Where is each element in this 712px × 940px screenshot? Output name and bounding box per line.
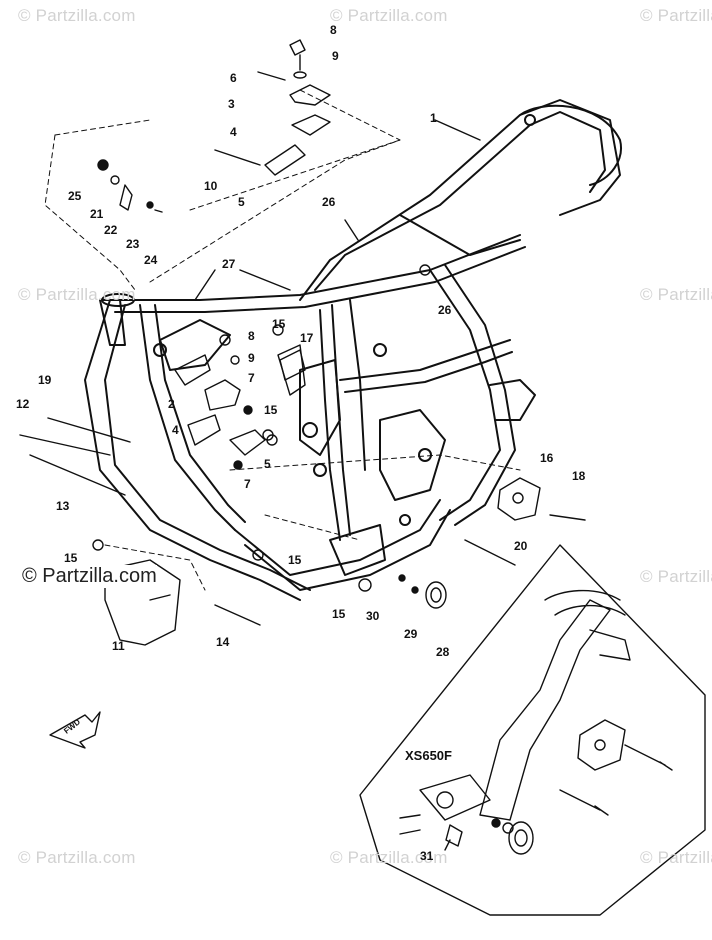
callout-8[interactable]: 8 [330,23,337,37]
variant-inset-box [359,544,706,916]
callout-30[interactable]: 30 [366,609,380,623]
callout-21[interactable]: 21 [90,207,104,221]
watermark-text: © Partzilla.com [640,6,712,25]
callout-17[interactable]: 17 [300,331,314,345]
callout-7[interactable]: 7 [248,371,255,385]
callout-31[interactable]: 31 [420,849,434,863]
watermark-text: © Partzilla.com [640,848,712,867]
callout-15[interactable]: 15 [272,317,286,331]
callout-4[interactable]: 4 [172,423,179,437]
callout-15[interactable]: 15 [264,403,278,417]
callout-29[interactable]: 29 [404,627,418,641]
callout-12[interactable]: 12 [16,397,30,411]
callout-4[interactable]: 4 [230,125,237,139]
callout-28[interactable]: 28 [436,645,450,659]
callout-3[interactable]: 3 [228,97,235,111]
callout-5[interactable]: 5 [264,457,271,471]
callout-20[interactable]: 20 [514,539,528,553]
callout-14[interactable]: 14 [216,635,230,649]
fwd-arrow [49,711,101,749]
watermark-text: © Partzilla.com [330,848,448,867]
callout-27[interactable]: 27 [222,257,236,271]
callout-26[interactable]: 26 [322,195,336,209]
callout-13[interactable]: 13 [56,499,70,513]
callout-16[interactable]: 16 [540,451,554,465]
callout-15[interactable]: 15 [332,607,346,621]
callout-8[interactable]: 8 [248,329,255,343]
callout-23[interactable]: 23 [126,237,140,251]
callout-15[interactable]: 15 [288,553,302,567]
callout-6[interactable]: 6 [230,71,237,85]
callout-9[interactable]: 9 [332,49,339,63]
callout-15[interactable]: 15 [64,551,78,565]
hardware-parts [19,39,586,646]
callout-26[interactable]: 26 [438,303,452,317]
callout-10[interactable]: 10 [204,179,218,193]
callout-19[interactable]: 19 [38,373,52,387]
callout-1[interactable]: 1 [430,111,437,125]
callout-22[interactable]: 22 [104,223,118,237]
variant-label: XS650F [405,748,452,763]
brand-watermark: © Partzilla.com [22,565,157,588]
watermark-text: © Partzilla.com [18,285,136,304]
callout-11[interactable]: 11 [112,639,125,653]
callout-5[interactable]: 5 [238,195,245,209]
watermark-text: © Partzilla.com [18,848,136,867]
callout-18[interactable]: 18 [572,469,586,483]
callout-24[interactable]: 24 [144,253,158,267]
callout-9[interactable]: 9 [248,351,255,365]
watermark-text: © Partzilla.com [330,6,448,25]
main-frame-tubes [84,99,622,601]
callout-25[interactable]: 25 [68,189,82,203]
watermark-text: © Partzilla.com [640,285,712,304]
watermark-text: © Partzilla.com [18,6,136,25]
callout-7[interactable]: 7 [244,477,251,491]
callout-2[interactable]: 2 [168,397,175,411]
watermark-text: © Partzilla.com [640,567,712,586]
